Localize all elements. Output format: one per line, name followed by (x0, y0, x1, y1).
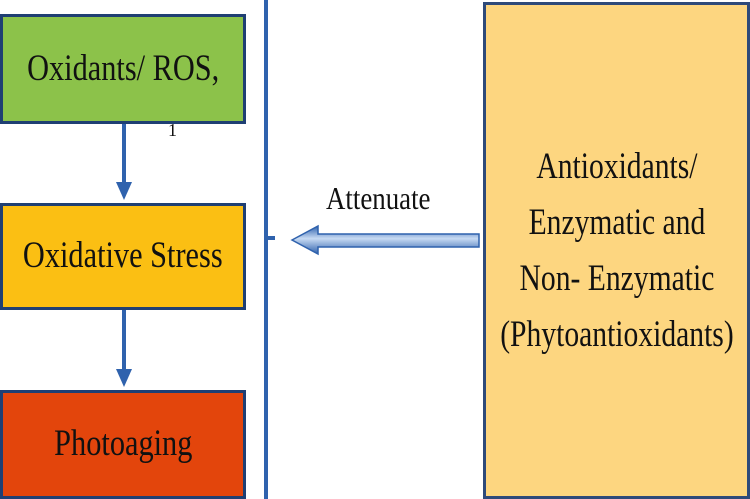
node-oxidative-stress: Oxidative Stress (0, 203, 246, 310)
node-antioxidants-line-2: Enzymatic and (528, 201, 705, 243)
edge-label-attenuate: Attenuate (326, 180, 431, 216)
node-antioxidants-line-4: (Phytoantioxidants) (499, 313, 734, 355)
node-oxidants-ros-label: Oxidants/ ROS, (26, 47, 220, 89)
group-bracket-nub (267, 236, 275, 240)
arrow-attenuate (290, 224, 480, 256)
node-oxidative-stress-label: Oxidative Stress (23, 235, 223, 277)
node-antioxidants-text: Antioxidants/ Enzymatic and Non- Enzymat… (500, 139, 734, 363)
node-photoaging: Photoaging (0, 390, 246, 499)
node-oxidants-ros: Oxidants/ ROS, (0, 14, 246, 124)
node-antioxidants: Antioxidants/ Enzymatic and Non- Enzymat… (483, 2, 750, 499)
node-antioxidants-line-3: Non- Enzymatic (519, 257, 714, 299)
node-antioxidants-line-1: Antioxidants/ (535, 145, 698, 187)
arrow-ros-to-stress (116, 124, 132, 200)
node-photoaging-label: Photoaging (53, 423, 193, 465)
arrow-stress-to-photoaging (116, 310, 132, 387)
node-oxidants-ros-sublabel: 1 (168, 120, 177, 140)
group-bracket-line (264, 0, 268, 499)
